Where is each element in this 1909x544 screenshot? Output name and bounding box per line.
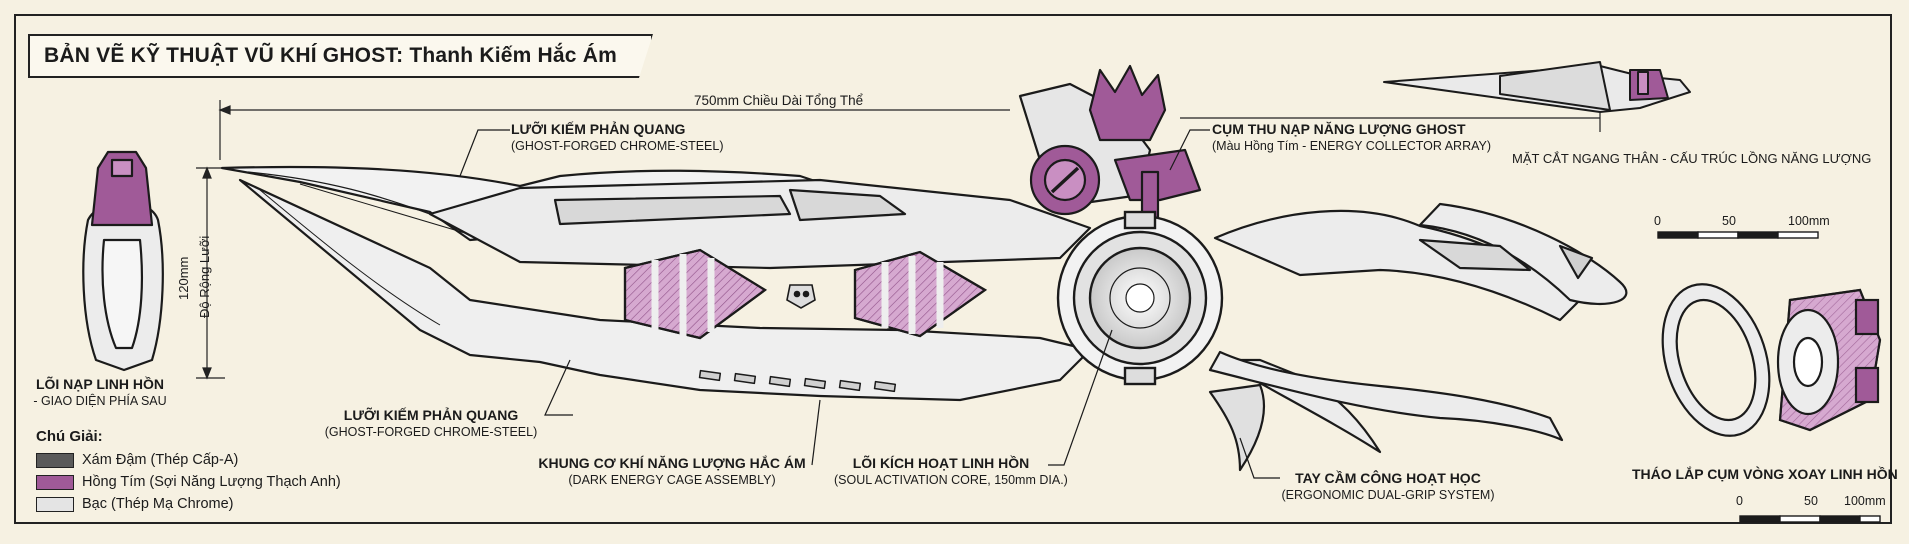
legend-swatch — [36, 496, 74, 512]
callout-grip: TAY CẦM CÔNG HOẠT HỌC (ERGONOMIC DUAL-GR… — [1278, 470, 1498, 504]
callout-rear-core-sub: - GIAO DIỆN PHÍA SAU — [33, 394, 167, 408]
legend-label: Xám Đậm (Thép Cấp-A) — [82, 452, 239, 468]
callout-blade-bottom-sub: (GHOST-FORGED CHROME-STEEL) — [324, 425, 538, 439]
grip-assembly — [1208, 202, 1628, 442]
callout-grip-title: TAY CẦM CÔNG HOẠT HỌC — [1295, 470, 1481, 486]
legend-item: Bạc (Thép Mạ Chrome) — [36, 493, 341, 515]
callout-energy-collector-sub: (Màu Hồng Tím - ENERGY COLLECTOR ARRAY) — [1212, 139, 1492, 153]
callout-core: LÕI KÍCH HOẠT LINH HỒN (SOUL ACTIVATION … — [834, 455, 1068, 489]
legend-label: Hồng Tím (Sợi Năng Lượng Thạch Anh) — [82, 474, 341, 490]
callout-rear-core: LÕI NẠP LINH HỒN - GIAO DIỆN PHÍA SAU — [30, 376, 170, 410]
length-dimension-label: 750mm Chiều Dài Tổng Thể — [694, 93, 864, 108]
lower-blade — [238, 178, 1092, 402]
leader-lines — [459, 129, 1280, 479]
legend-item: Hồng Tím (Sợi Năng Lượng Thạch Anh) — [36, 471, 341, 493]
scale-1-tick-50: 50 — [1722, 214, 1736, 228]
drawing-frame — [14, 14, 1892, 524]
callout-frame-title: KHUNG CƠ KHÍ NĂNG LƯỢNG HẮC ÁM — [538, 455, 806, 471]
legend-item: Xám Đậm (Thép Cấp-A) — [36, 449, 341, 471]
width-dimension-value: 120mm — [176, 256, 191, 300]
callout-blade-bottom: LƯỠI KIẾM PHẢN QUANG (GHOST-FORGED CHROM… — [286, 407, 576, 441]
width-dimension-line — [196, 166, 225, 380]
callout-energy-collector-title: CỤM THU NẠP NĂNG LƯỢNG GHOST — [1212, 121, 1466, 137]
energy-collector-array — [1018, 64, 1202, 232]
legend-label: Bạc (Thép Mạ Chrome) — [82, 496, 234, 512]
scale-1-tick-100: 100mm — [1788, 214, 1830, 228]
soul-activation-core — [1056, 210, 1224, 386]
skull-emblem — [786, 284, 816, 309]
legend-swatch — [36, 474, 74, 490]
scale-2-tick-50: 50 — [1804, 494, 1818, 508]
callout-core-sub: (SOUL ACTIVATION CORE, 150mm DIA.) — [834, 473, 1068, 487]
callout-blade-bottom-title: LƯỠI KIẾM PHẢN QUANG — [343, 407, 519, 423]
disassembly-ring — [1661, 283, 1882, 437]
width-dimension-label: Độ Rộng Lưỡi — [197, 235, 212, 318]
legend-swatch — [36, 452, 74, 468]
callout-disassembly: THÁO LẮP CỤM VÒNG XOAY LINH HỒN — [1632, 466, 1898, 482]
callout-frame-sub: (DARK ENERGY CAGE ASSEMBLY) — [568, 473, 776, 487]
body-upper — [428, 178, 1092, 270]
legend-title: Chú Giải: — [36, 428, 103, 445]
legend: Chú Giải: Xám Đậm (Thép Cấp-A) Hồng Tím … — [36, 428, 341, 515]
callout-blade-top-title: LƯỠI KIẾM PHẢN QUANG — [511, 121, 686, 137]
scale-bar-1 — [1657, 231, 1819, 239]
callout-cross-section: MẶT CẮT NGANG THÂN - CẤU TRÚC LỒNG NĂNG … — [1512, 151, 1872, 166]
scale-bar-2 — [1739, 515, 1881, 523]
callout-energy-collector: CỤM THU NẠP NĂNG LƯỢNG GHOST (Màu Hồng T… — [1212, 121, 1491, 155]
scale-1-tick-0: 0 — [1654, 214, 1661, 228]
cross-section-view — [1383, 61, 1691, 113]
energy-cage-window-right — [853, 250, 988, 338]
callout-grip-sub: (ERGONOMIC DUAL-GRIP SYSTEM) — [1281, 488, 1495, 502]
scale-2-tick-0: 0 — [1736, 494, 1743, 508]
callout-blade-top: LƯỠI KIẾM PHẢN QUANG (GHOST-FORGED CHROM… — [511, 121, 724, 155]
callout-blade-top-sub: (GHOST-FORGED CHROME-STEEL) — [511, 139, 724, 153]
title-box: BẢN VẼ KỸ THUẬT VŨ KHÍ GHOST: Thanh Kiếm… — [28, 34, 653, 78]
callout-frame: KHUNG CƠ KHÍ NĂNG LƯỢNG HẮC ÁM (DARK ENE… — [534, 455, 810, 489]
rear-core-view — [82, 150, 164, 372]
page-title: BẢN VẼ KỸ THUẬT VŨ KHÍ GHOST: Thanh Kiếm… — [44, 44, 617, 67]
callout-rear-core-title: LÕI NẠP LINH HỒN — [35, 376, 165, 392]
scale-2-tick-100: 100mm — [1844, 494, 1886, 508]
callout-core-title: LÕI KÍCH HOẠT LINH HỒN — [852, 455, 1030, 471]
energy-cage-window-left — [623, 248, 767, 340]
